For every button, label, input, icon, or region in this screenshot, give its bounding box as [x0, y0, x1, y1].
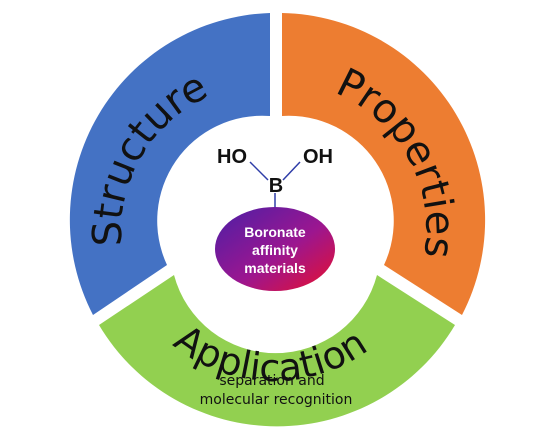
applications-segment [99, 275, 455, 427]
core-line1: Boronate [244, 224, 306, 240]
bond-left [249, 161, 269, 181]
core-line2: affinity [252, 242, 298, 258]
hydroxyl-right: OH [303, 146, 333, 168]
hydroxyl-left: HO [217, 146, 247, 168]
structure-segment [69, 13, 271, 315]
properties-segment [282, 13, 486, 315]
bond-right [282, 161, 301, 181]
core-ellipse [215, 207, 335, 291]
boron-atom: B [269, 175, 283, 197]
applications-sublabel-line1: separation and [219, 373, 324, 389]
applications-sublabel-line2: molecular recognition [200, 392, 353, 408]
core-line3: materials [244, 260, 306, 276]
